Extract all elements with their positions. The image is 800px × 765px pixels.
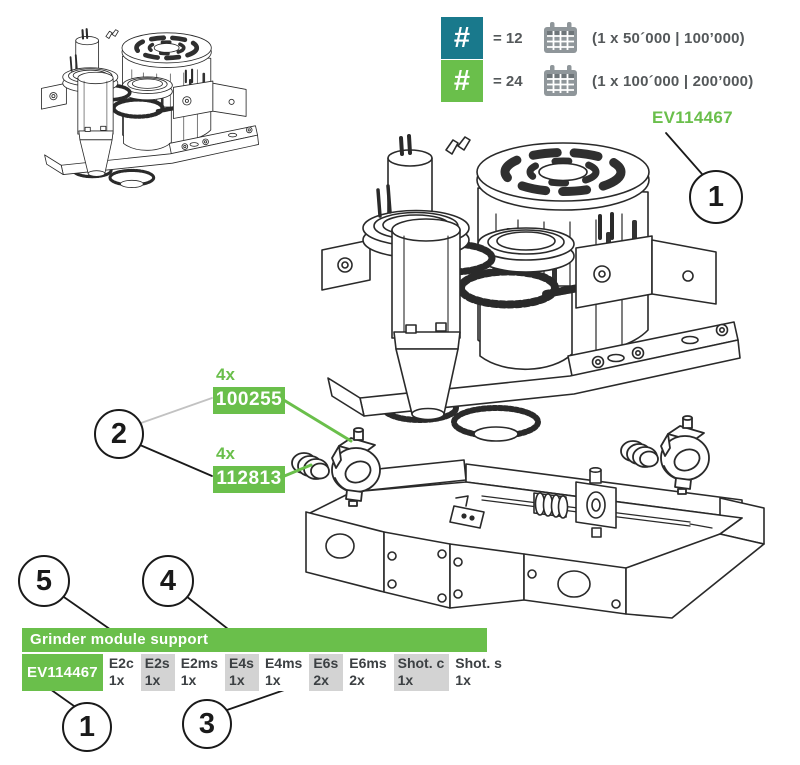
callout-circle-3: 3 [182, 699, 232, 749]
model-name: E4s [229, 655, 254, 671]
calendar-icon [544, 22, 577, 53]
part-number-badge: 100255 [213, 387, 285, 414]
model-qty: 1x [108, 672, 125, 688]
table-cell: E4ms 1x [260, 654, 308, 691]
model-name: E6s [313, 655, 339, 671]
compatibility-table: Grinder module support EV114467 E2c 1x E… [22, 628, 507, 691]
legend-count: = 12 [493, 29, 523, 47]
table-title: Grinder module support [22, 628, 487, 652]
part-quantity: 4x [216, 444, 235, 463]
legend-row-12: # = 12 (1 x 50´000 | 100’000) [441, 17, 745, 59]
model-name: E2ms [180, 655, 219, 671]
callout-circle-2: 2 [94, 409, 144, 459]
table-cell: E4s 1x [225, 654, 259, 691]
table-cell: E6ms 2x [345, 654, 392, 691]
table-cell: E2c 1x [104, 654, 139, 691]
legend-row-24: # = 24 (1 x 100´000 | 200’000) [441, 60, 753, 102]
model-name: Shot. c [397, 655, 445, 671]
callout-circle-5: 5 [18, 555, 70, 607]
callout-circle-4: 4 [142, 555, 194, 607]
table-cell: Shot. c 1x [393, 654, 450, 691]
model-qty: 2x [313, 672, 329, 688]
model-qty: 1x [397, 672, 414, 688]
hash-glyph: # [453, 21, 471, 54]
part-quantity: 4x [216, 365, 235, 384]
model-qty: 1x [229, 672, 245, 688]
model-name: E4ms [264, 655, 303, 671]
legend-count: = 24 [493, 72, 523, 90]
hash-icon: # [441, 60, 483, 102]
model-qty: 1x [264, 672, 281, 688]
model-qty: 2x [349, 672, 365, 688]
grinder-module-thumbnail-drawing [30, 25, 269, 199]
grinder-support-tray-drawing [305, 459, 765, 619]
callout-circle-1-table: 1 [62, 702, 112, 752]
model-qty: 1x [144, 672, 161, 688]
clamp-and-plug-parts-left [291, 427, 381, 507]
legend-cycles: (1 x 50´000 | 100’000) [592, 29, 745, 47]
model-name: E2c [108, 655, 134, 671]
part-entry-100255: 4x 100255 [213, 365, 285, 414]
table-cell: Shot. s 1x [451, 654, 507, 691]
table-cell: E2s 1x [140, 654, 175, 691]
table-cell: E2ms 1x [176, 654, 224, 691]
table-row-header: EV114467 [22, 654, 103, 691]
table-row: EV114467 E2c 1x E2s 1x E2ms 1x E4s 1x E4… [22, 654, 507, 691]
model-name: E6ms [349, 655, 387, 671]
part-entry-112813: 4x 112813 [213, 444, 285, 493]
part-reference-label: EV114467 [652, 108, 733, 127]
part-number-badge: 112813 [213, 466, 285, 493]
table-cell: E6s 2x [309, 654, 344, 691]
clamp-and-plug-parts-right [620, 415, 710, 495]
hash-icon: # [441, 17, 483, 59]
callout-circle-1: 1 [689, 170, 743, 224]
calendar-icon [544, 65, 577, 96]
legend-cycles: (1 x 100´000 | 200’000) [592, 72, 754, 90]
model-qty: 1x [180, 672, 197, 688]
model-name: E2s [144, 655, 170, 671]
model-qty: 1x [455, 672, 471, 688]
hash-glyph: # [453, 64, 471, 97]
model-name: Shot. s [455, 655, 502, 671]
